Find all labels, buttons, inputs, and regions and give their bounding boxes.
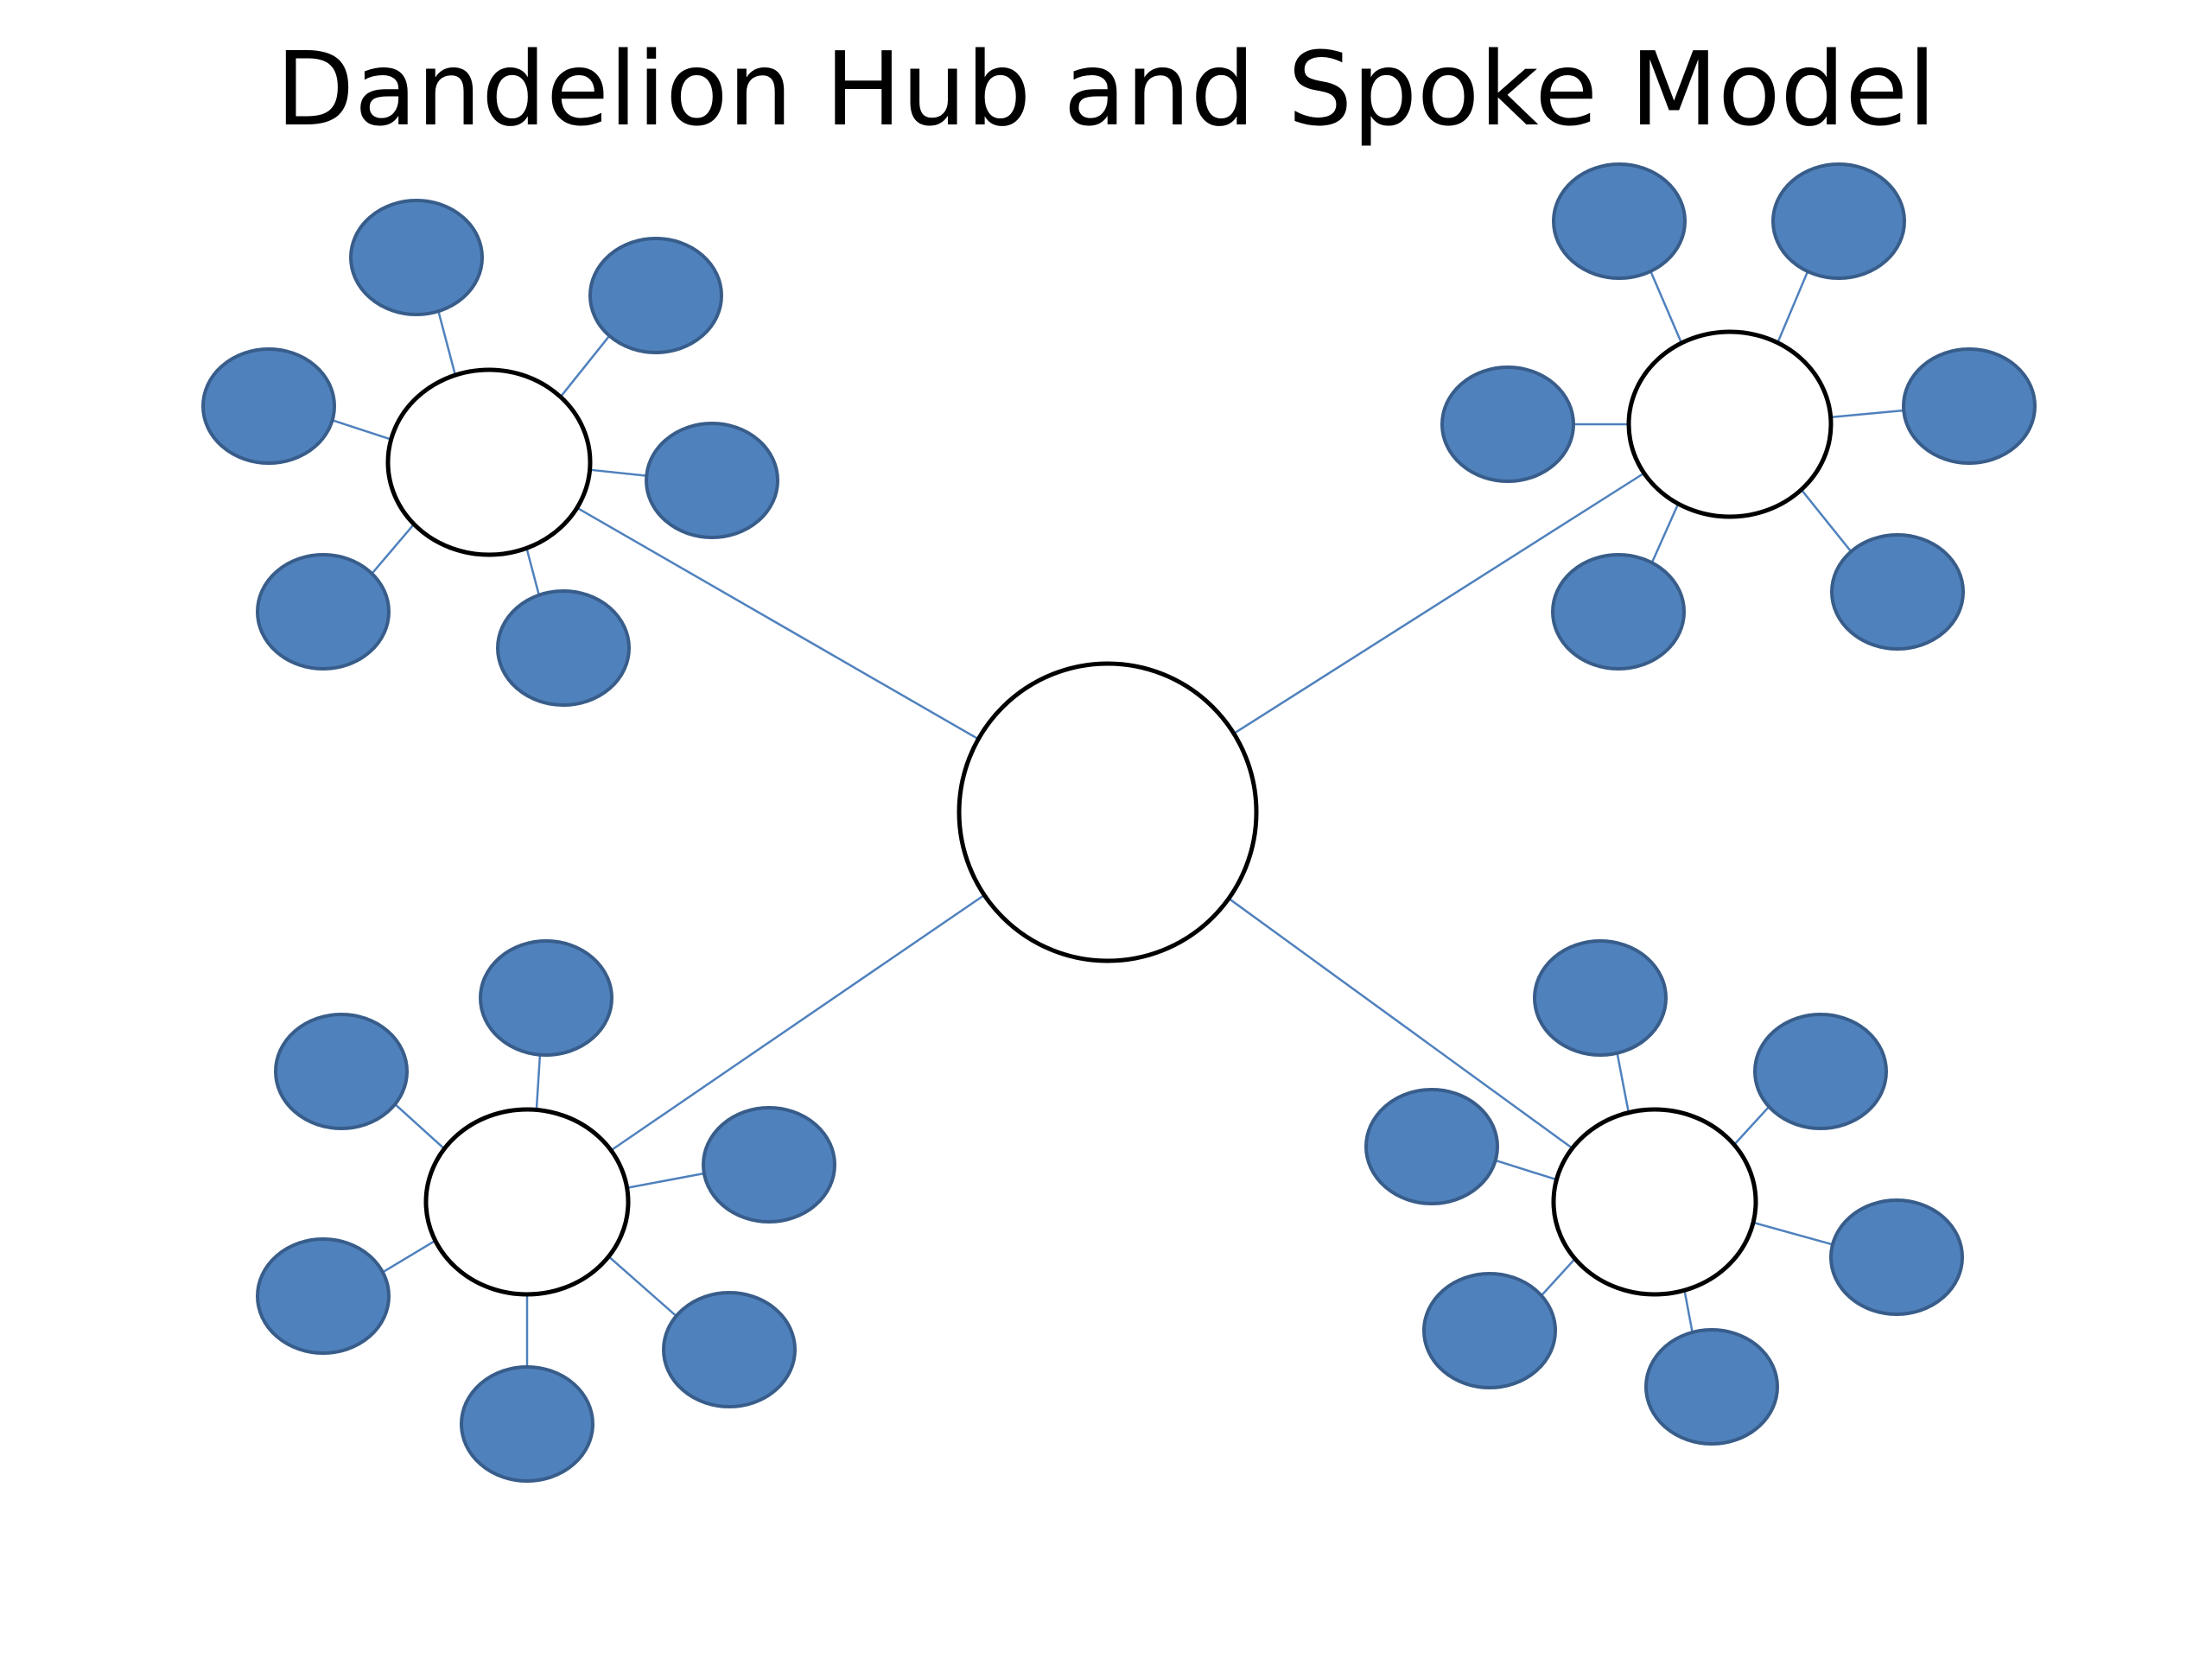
leaf-connector: [559, 334, 611, 398]
cluster-hub-1: [385, 367, 593, 557]
leaf-connector: [1800, 488, 1853, 553]
leaf-node: [1364, 1088, 1499, 1205]
spoke-connector-2: [1233, 472, 1645, 735]
leaf-node: [201, 347, 336, 465]
leaf-connector: [1777, 270, 1809, 344]
cluster-hub-4: [1551, 1107, 1758, 1297]
leaf-node: [1771, 162, 1906, 280]
leaf-connector: [1650, 503, 1680, 563]
node-layer: [201, 162, 2037, 1483]
leaf-node: [1829, 1198, 1964, 1316]
leaf-connector: [1752, 1221, 1834, 1246]
leaf-connector: [626, 1172, 705, 1189]
leaf-connector: [1616, 1052, 1630, 1113]
leaf-node: [588, 237, 723, 354]
leaf-connector: [1733, 1105, 1770, 1146]
leaf-connector: [332, 419, 392, 441]
central-hub: [957, 661, 1259, 963]
leaf-connector: [589, 468, 647, 477]
leaf-node: [702, 1106, 836, 1224]
leaf-node: [349, 199, 484, 316]
leaf-node: [1533, 939, 1668, 1057]
leaf-node: [1644, 1328, 1779, 1446]
leaf-node: [1753, 1013, 1888, 1130]
leaf-node: [1552, 162, 1687, 280]
cluster-hub-3: [423, 1107, 631, 1297]
spoke-connector-3: [610, 893, 985, 1152]
leaf-node: [1422, 1272, 1557, 1389]
leaf-node: [1830, 533, 1965, 651]
leaf-node: [274, 1013, 409, 1130]
leaf-node: [256, 553, 391, 671]
leaf-node: [1440, 365, 1575, 483]
leaf-connector: [1830, 409, 1904, 419]
leaf-connector: [535, 1054, 542, 1110]
leaf-connector: [1649, 270, 1683, 344]
leaf-node: [460, 1365, 594, 1483]
leaf-node: [1551, 553, 1686, 671]
cluster-hub-2: [1626, 329, 1834, 519]
leaf-connector: [1495, 1159, 1557, 1181]
leaf-node: [496, 589, 631, 707]
leaf-connector: [607, 1255, 677, 1317]
page-title: Dandelion Hub and Spoke Model: [276, 29, 1936, 149]
leaf-connector: [1683, 1290, 1694, 1333]
spoke-connector-4: [1228, 897, 1573, 1149]
leaf-node: [256, 1237, 391, 1355]
leaf-connector: [371, 523, 416, 575]
leaf-node: [1902, 347, 2037, 465]
connector-layer: [332, 270, 1904, 1367]
leaf-node: [479, 939, 613, 1057]
leaf-connector: [1540, 1257, 1576, 1297]
spoke-connector-1: [576, 506, 979, 741]
leaf-connector: [382, 1239, 436, 1274]
leaf-node: [645, 422, 779, 539]
leaf-connector: [437, 310, 457, 376]
leaf-connector: [394, 1103, 446, 1150]
leaf-connector: [525, 548, 540, 596]
leaf-node: [662, 1291, 797, 1408]
